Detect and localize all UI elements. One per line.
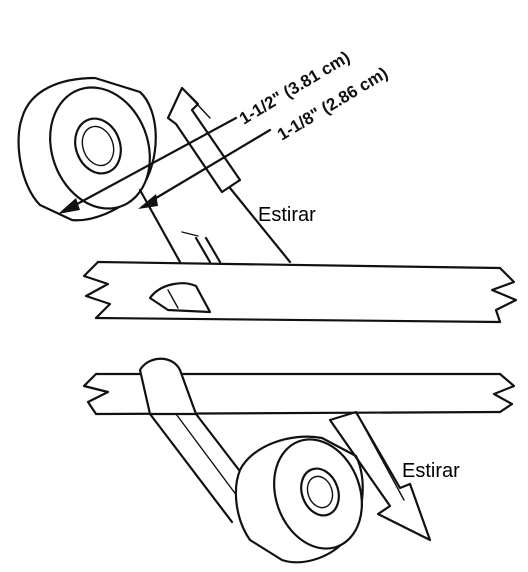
dimension-lines <box>58 116 272 214</box>
stretch-arrow-top <box>166 86 242 194</box>
tape-roll-bottom <box>234 435 364 564</box>
stretch-label-top: Estirar <box>258 204 316 226</box>
limb-middle <box>82 260 518 324</box>
stretch-arrow-bottom <box>328 410 432 542</box>
tape-strip-bottom <box>138 357 264 524</box>
stretch-label-bottom: Estirar <box>402 460 460 482</box>
tape-roll-top <box>17 76 157 222</box>
